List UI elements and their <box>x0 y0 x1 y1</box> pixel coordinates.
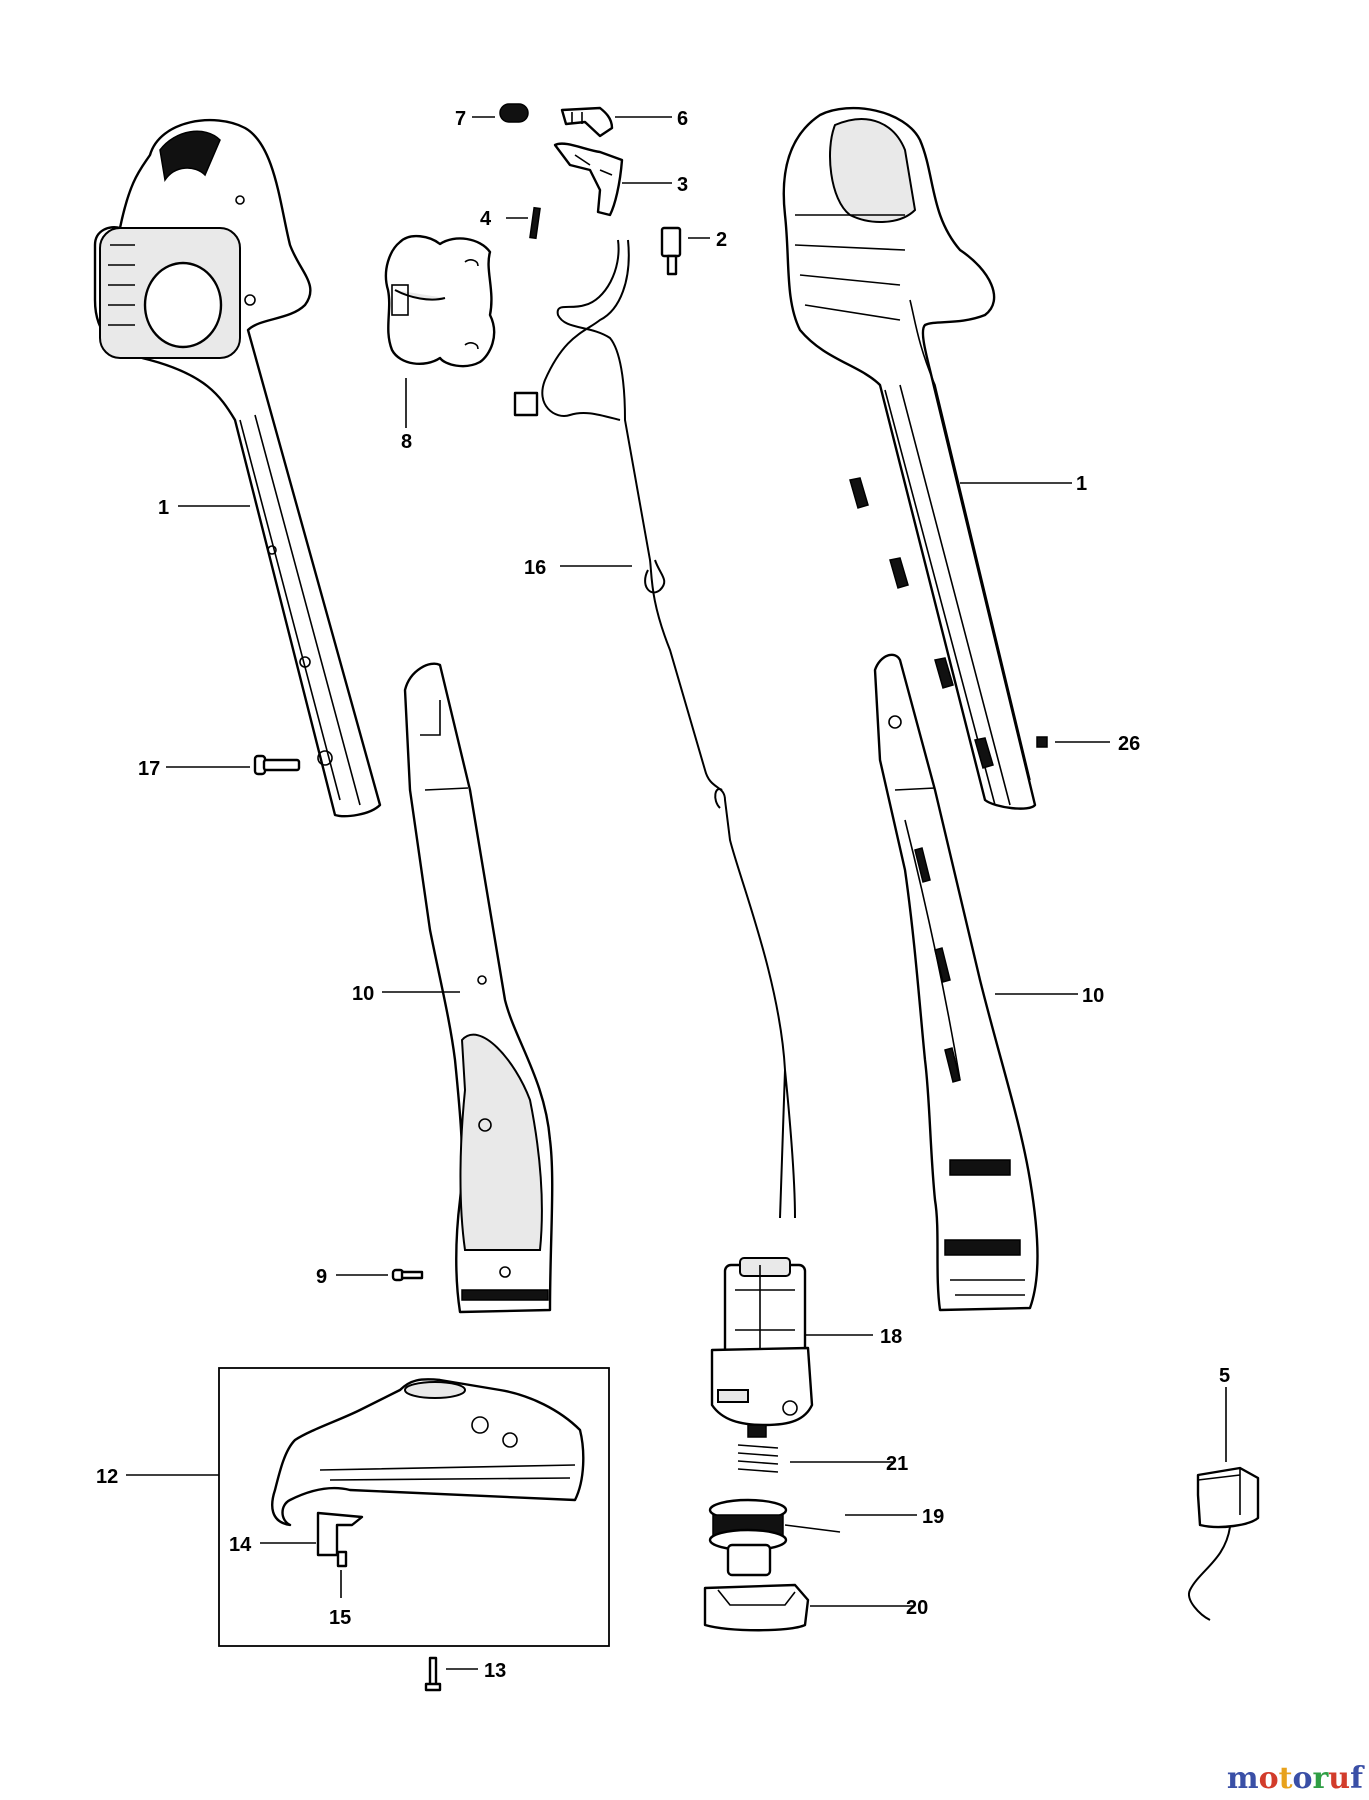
part-20-spool-cap <box>703 1583 810 1632</box>
part-label-12: 12 <box>96 1466 118 1488</box>
watermark-letter: o <box>1292 1761 1313 1796</box>
part-26-nut <box>1036 736 1048 748</box>
part-label-20: 20 <box>906 1597 928 1619</box>
part-label-6: 6 <box>677 108 688 130</box>
part-label-7: 7 <box>455 108 466 130</box>
part-label-10-left: 10 <box>352 983 374 1005</box>
part-17-screw <box>253 754 301 776</box>
part-19-spool <box>708 1498 841 1577</box>
part-2-switch <box>660 226 682 276</box>
part-1-housing-right <box>782 106 1037 810</box>
part-6-switch-button <box>560 106 614 138</box>
part-18-motor <box>710 1257 814 1427</box>
part-label-9: 9 <box>316 1266 327 1288</box>
watermark-letter: u <box>1328 1761 1351 1796</box>
part-label-26: 26 <box>1118 733 1140 755</box>
part-13-screw <box>424 1656 442 1692</box>
part-3-trigger <box>553 142 624 217</box>
part-1-housing-left <box>93 118 382 818</box>
part-4-spring <box>529 206 541 240</box>
part-label-15: 15 <box>329 1607 351 1629</box>
leader-lines <box>126 116 1227 1670</box>
part-label-10-right: 10 <box>1082 985 1104 1007</box>
part-label-16: 16 <box>524 557 546 579</box>
part-10-lower-housing-left <box>403 662 554 1314</box>
part-label-5: 5 <box>1219 1365 1230 1387</box>
part-label-3: 3 <box>677 174 688 196</box>
part-label-8: 8 <box>401 431 412 453</box>
part-21-spring <box>737 1424 779 1473</box>
part-label-4: 4 <box>480 208 492 230</box>
watermark-letter: r <box>1312 1761 1329 1796</box>
part-9-screw <box>391 1268 424 1282</box>
part-10-lower-housing-right <box>873 653 1039 1312</box>
part-15-clip <box>336 1550 348 1568</box>
watermark-letter: f <box>1350 1761 1363 1796</box>
part-label-14: 14 <box>229 1534 252 1556</box>
watermark-letter: o <box>1258 1761 1279 1796</box>
part-5-charger <box>1188 1466 1260 1621</box>
part-label-1-right: 1 <box>1076 473 1087 495</box>
watermark-letter: m <box>1226 1761 1259 1796</box>
watermark-logo: motoruf <box>1227 1761 1363 1796</box>
part-label-2: 2 <box>716 229 727 251</box>
part-label-21: 21 <box>886 1453 908 1475</box>
part-label-1-left: 1 <box>158 497 169 519</box>
part-label-18: 18 <box>880 1326 902 1348</box>
part-8-battery-pack <box>384 234 496 368</box>
watermark-letter: t <box>1278 1761 1293 1796</box>
part-label-17: 17 <box>138 758 160 780</box>
part-14-bracket <box>316 1511 364 1557</box>
part-label-13: 13 <box>484 1660 506 1682</box>
part-16-wire-harness <box>513 239 796 1219</box>
part-7-plug <box>499 103 529 123</box>
part-number-labels: 7 6 3 4 2 8 1 1 16 17 26 10 10 9 18 5 12… <box>96 108 1230 1682</box>
part-label-19: 19 <box>922 1506 944 1528</box>
part-12-guard-assembly <box>218 1367 610 1647</box>
